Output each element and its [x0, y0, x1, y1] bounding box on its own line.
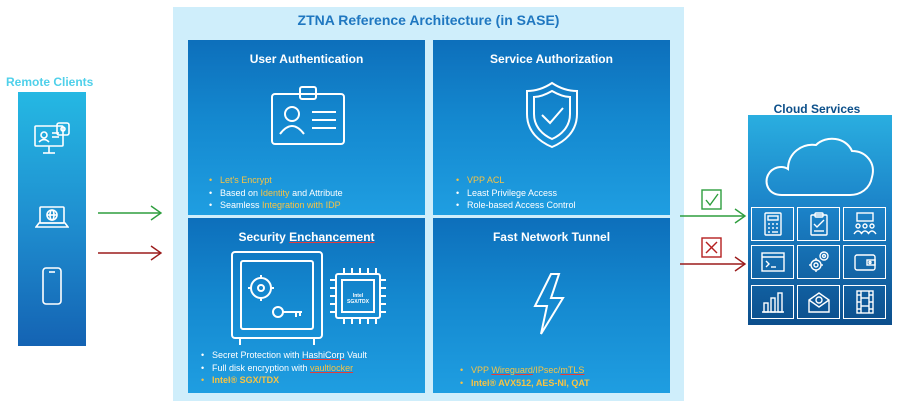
bullet-intel-sgx: Intel® SGX/TDX [200, 374, 367, 387]
remote-clients-panel [18, 92, 86, 346]
service-authorization-title: Service Authorization [490, 52, 613, 66]
check-box-icon [701, 189, 722, 210]
calculator-icon [763, 212, 782, 236]
chip-label: Intel SGX/TDX [347, 293, 369, 305]
calculator-tile [751, 207, 794, 241]
bar-chart-icon [761, 292, 784, 313]
cloud-services-panel [748, 115, 892, 325]
fast-network-tunnel-title: Fast Network Tunnel [492, 230, 611, 244]
gears-tile [797, 245, 840, 279]
clipboard-tile [797, 207, 840, 241]
cloud-icon [765, 137, 874, 196]
id-badge-icon [271, 86, 345, 145]
user-authentication-panel: User Authentication Let's Encrypt Based … [188, 40, 425, 215]
user-authentication-bullets: Let's Encrypt Based on Identity and Attr… [208, 174, 343, 212]
allowed-arrow-right [680, 208, 747, 224]
bullet-vpp-tunnel: VPP Wireguard/IPsec/mTLS [459, 364, 590, 377]
laptop-globe-icon [35, 206, 69, 228]
lightning-icon [533, 273, 565, 335]
smartphone-icon [42, 267, 62, 305]
gears-icon [808, 251, 829, 272]
terminal-icon [760, 252, 785, 272]
service-authorization-bullets: VPP ACL Least Privilege Access Role-base… [455, 174, 576, 212]
monitor-id-icon [34, 122, 70, 154]
denied-arrow-left [98, 245, 163, 261]
presentation-people-icon [852, 212, 877, 235]
bullet-identity-attribute: Based on Identity and Attribute [208, 187, 343, 200]
denied-arrow-right [680, 256, 747, 272]
fast-network-tunnel-bullets: VPP Wireguard/IPsec/mTLS Intel® AVX512, … [459, 364, 590, 389]
bullet-least-privilege: Least Privilege Access [455, 187, 576, 200]
email-icon [807, 292, 830, 313]
bullet-lets-encrypt: Let's Encrypt [208, 174, 343, 187]
security-enhancement-bullets: Secret Protection with HashiCorp Vault F… [200, 349, 367, 387]
ztna-title: ZTNA Reference Architecture (in SASE) [297, 12, 560, 28]
bullet-disk-encryption: Full disk encryption with vaultlocker [200, 362, 367, 375]
shield-check-icon [526, 81, 578, 149]
terminal-tile [751, 245, 794, 279]
safe-chip-icon [231, 251, 386, 345]
bullet-vpp-acl: VPP ACL [455, 174, 576, 187]
email-tile [797, 285, 840, 319]
security-enhancement-title: Security Enchancement [238, 230, 375, 244]
bullet-secret-protection: Secret Protection with HashiCorp Vault [200, 349, 367, 362]
user-authentication-title: User Authentication [249, 52, 364, 66]
security-enhancement-panel: Security Enchancement Intel SGX/TDX Secr… [188, 218, 425, 393]
fast-network-tunnel-panel: Fast Network Tunnel VPP Wireguard/IPsec/… [433, 218, 670, 393]
cloud-arrows [680, 189, 747, 272]
allowed-arrow-left [98, 205, 163, 221]
wallet-icon [853, 254, 876, 271]
clipboard-icon [809, 212, 828, 236]
x-box-icon [701, 237, 722, 258]
cloud-services-title: Cloud Services [773, 102, 861, 116]
client-arrows [98, 205, 163, 261]
bullet-idp-integration: Seamless Integration with IDP [208, 199, 343, 212]
remote-clients-title: Remote Clients [6, 75, 94, 89]
presentation-tile [843, 207, 886, 241]
bullet-role-based: Role-based Access Control [455, 199, 576, 212]
bar-chart-tile [751, 285, 794, 319]
wallet-tile [843, 245, 886, 279]
film-tile [843, 285, 886, 319]
service-authorization-panel: Service Authorization VPP ACL Least Priv… [433, 40, 670, 215]
film-icon [855, 290, 874, 314]
bullet-intel-avx: Intel® AVX512, AES-NI, QAT [459, 377, 590, 390]
